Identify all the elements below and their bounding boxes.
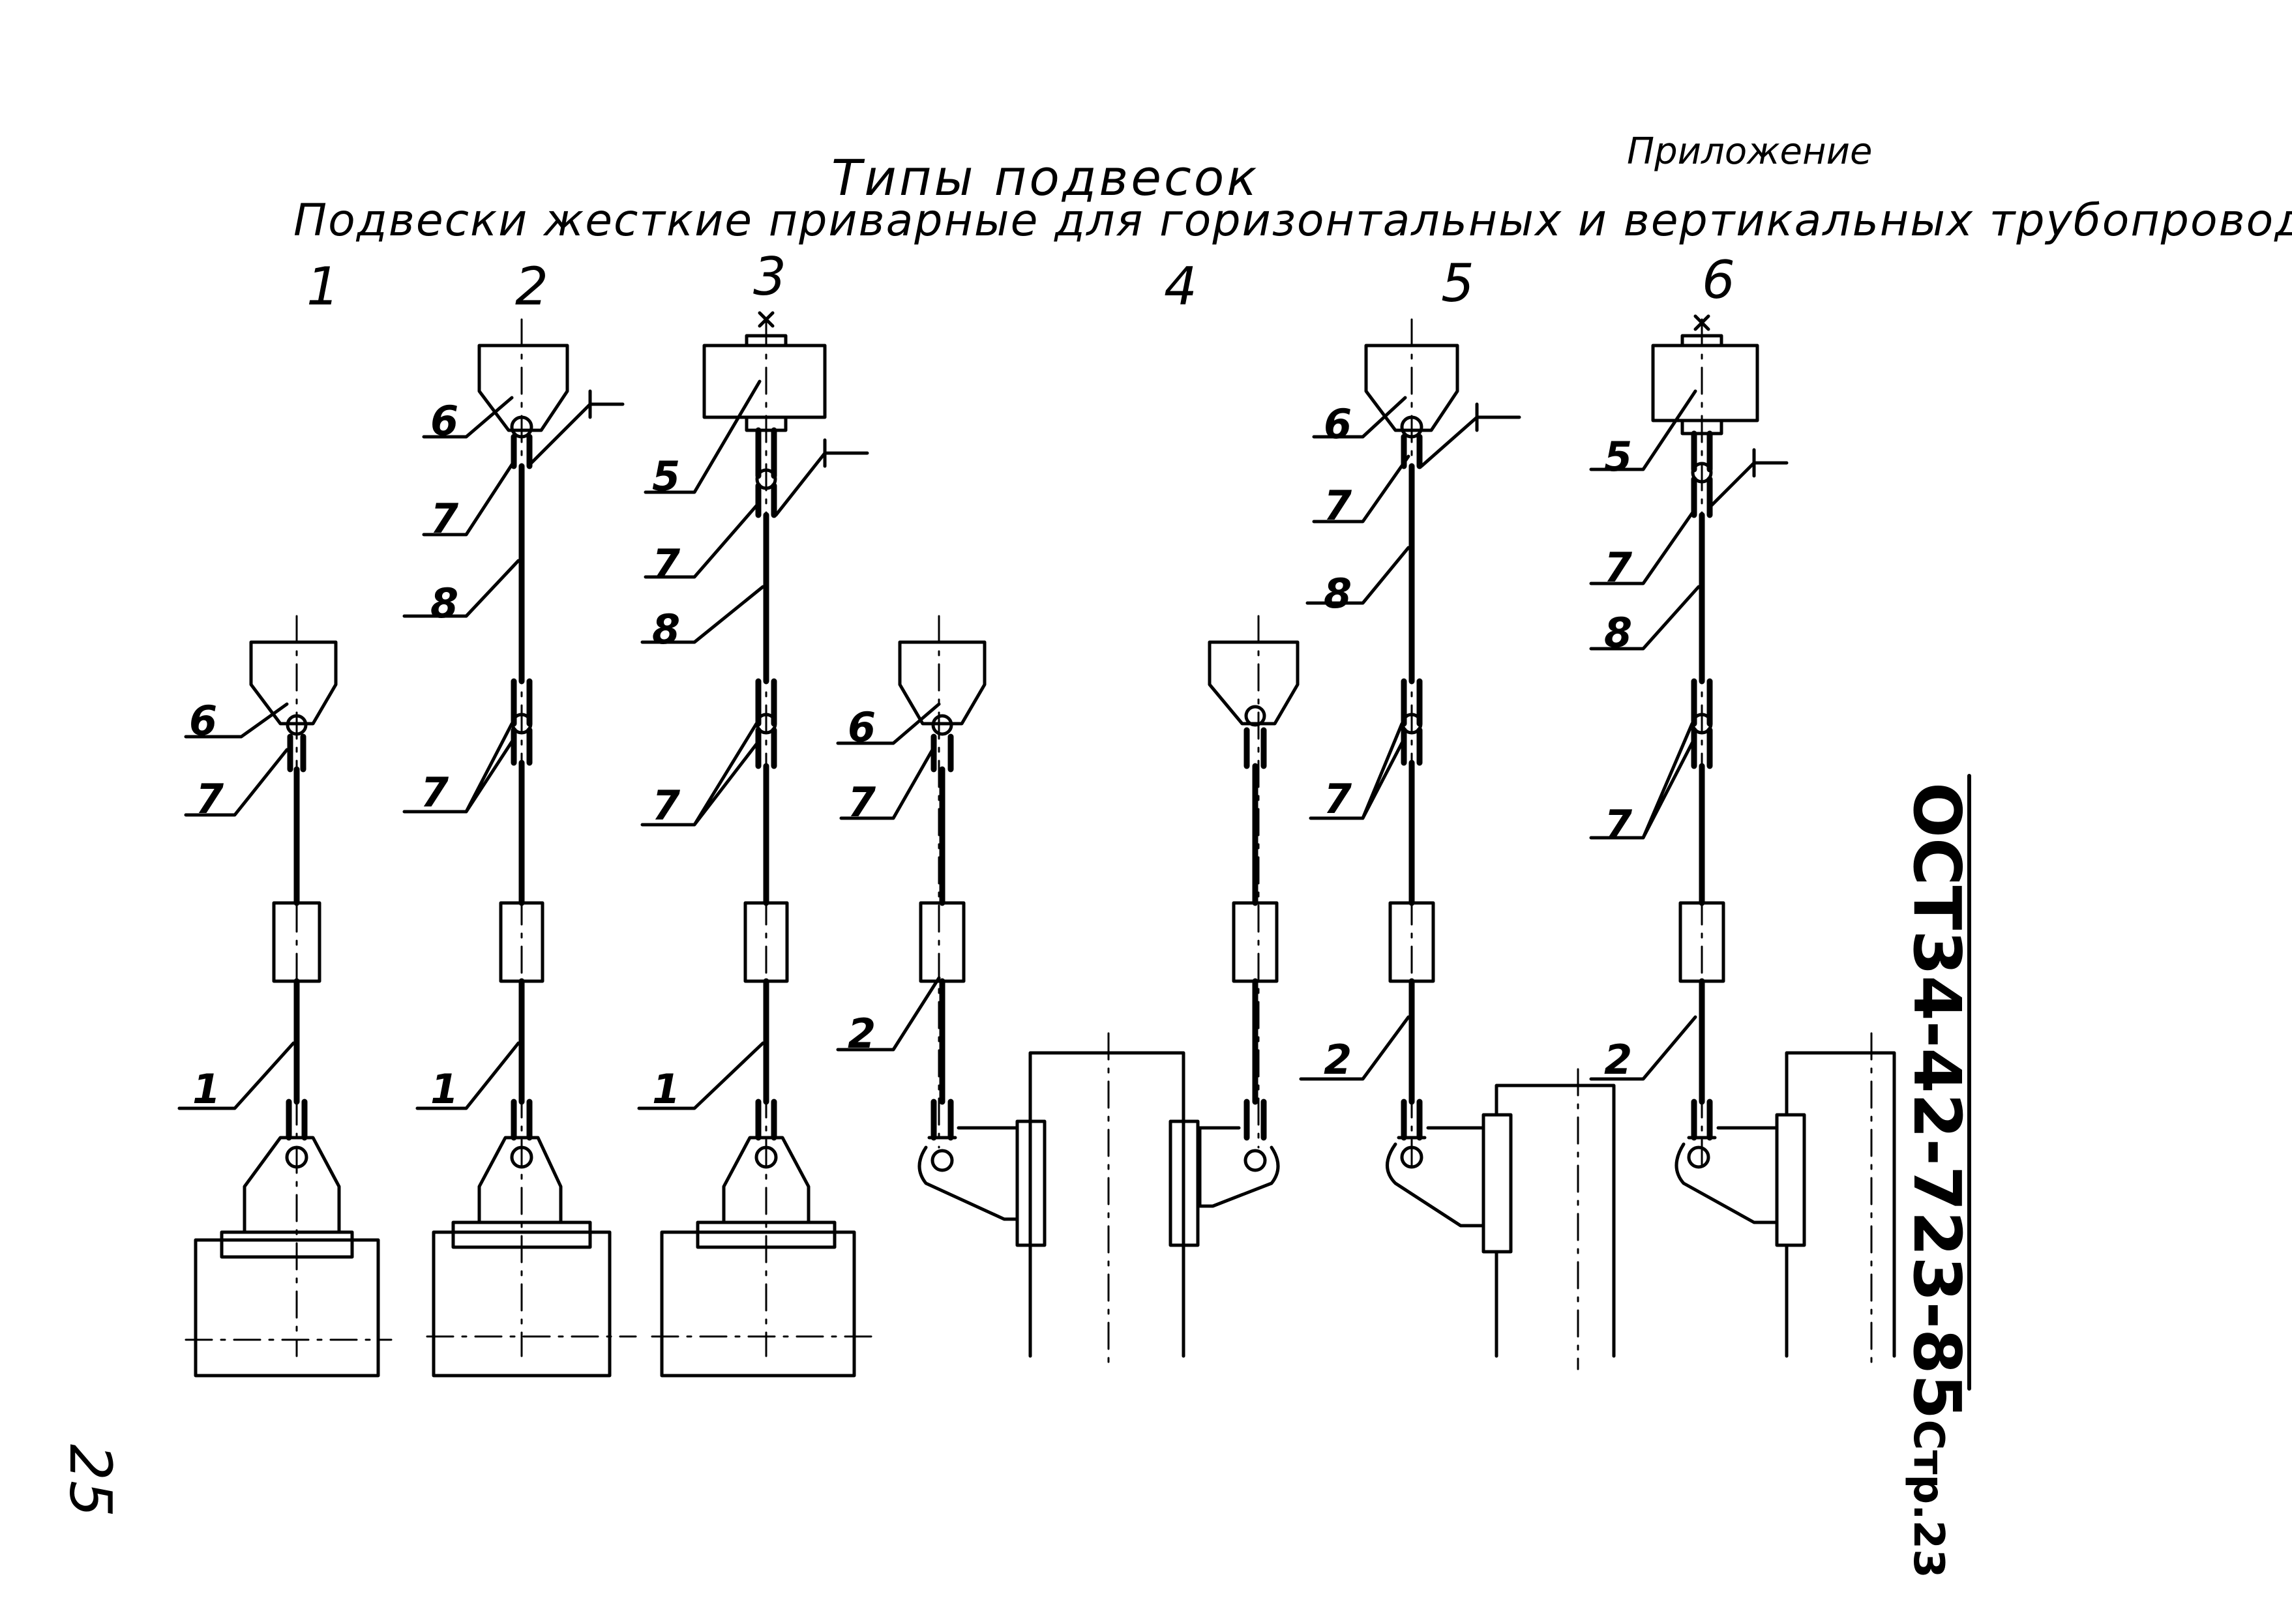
top-lug xyxy=(251,642,336,724)
beam-section xyxy=(704,346,825,417)
callout-t4-7: 7 xyxy=(848,778,876,826)
callout-t3-7b: 7 xyxy=(652,782,681,829)
hanger-type-1 xyxy=(179,616,391,1376)
callout-t3-1: 1 xyxy=(652,1065,681,1113)
callout-t6-2: 2 xyxy=(1604,1036,1633,1084)
hanger-type-3 xyxy=(639,313,877,1376)
hanger-type-2 xyxy=(404,319,636,1376)
cross-mark-icon xyxy=(760,313,773,326)
pin-icon xyxy=(288,716,306,734)
callout-t1-7: 7 xyxy=(196,775,224,823)
bottom-lug xyxy=(245,1138,339,1232)
leader xyxy=(186,704,287,737)
callout-t6-8: 8 xyxy=(1604,609,1633,657)
drawing-title: Типы подвесок xyxy=(831,149,1260,207)
hanger-type-5 xyxy=(1301,319,1614,1369)
callout-t4-6: 6 xyxy=(848,703,876,751)
type-number-6: 6 xyxy=(1702,250,1735,310)
drawing-subtitle: Подвески жесткие приварные для горизонта… xyxy=(293,195,2292,246)
pipe xyxy=(196,1240,378,1376)
hanger-type-6 xyxy=(1591,316,1894,1369)
appendix-label: Приложение xyxy=(1627,130,1873,173)
type-number-4: 4 xyxy=(1164,256,1197,317)
vertical-pipe xyxy=(1030,1053,1183,1356)
type-number-1: 1 xyxy=(306,256,340,317)
hanger-type-4 xyxy=(838,616,1298,1369)
callout-t5-8: 8 xyxy=(1324,570,1352,617)
callout-t5-7b: 7 xyxy=(1324,775,1352,823)
saddle-plate xyxy=(222,1232,352,1257)
callout-t2-6: 6 xyxy=(430,397,459,445)
callout-t2-7b: 7 xyxy=(421,769,449,816)
callout-t3-5: 5 xyxy=(652,452,681,500)
callout-t2-7a: 7 xyxy=(430,495,459,542)
callout-t5-2: 2 xyxy=(1324,1036,1352,1084)
callout-t1-6: 6 xyxy=(189,697,218,745)
callout-t4-2: 2 xyxy=(848,1010,876,1057)
type-number-3: 3 xyxy=(753,246,786,307)
callout-t2-1: 1 xyxy=(430,1065,459,1113)
type-number-5: 5 xyxy=(1441,253,1474,314)
type-number-2: 2 xyxy=(515,256,548,317)
callout-t5-7a: 7 xyxy=(1324,482,1352,529)
callout-t1-1: 1 xyxy=(192,1065,221,1113)
callout-t6-7a: 7 xyxy=(1604,544,1633,591)
